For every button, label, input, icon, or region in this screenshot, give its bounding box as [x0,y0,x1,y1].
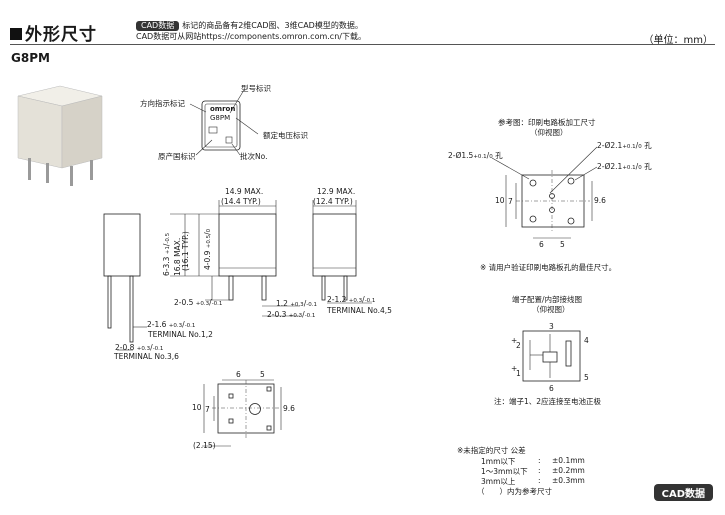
pcb-w5: 5 [560,240,565,249]
terminal-pin-2-plus: + [511,336,518,345]
front-d2: 2-1.6 +0.3/-0.1 [147,320,196,329]
tolerance-row-2-range: 1～3mm以下 [481,467,528,476]
front-width-typ: (14.4 TYP.) [221,197,261,206]
unit-label: （单位：mm） [643,35,713,46]
tolerance-row-3-range: 3mm以上 [481,477,516,486]
terminal-pin-2: 2 [516,341,521,350]
pcb-hole-3: 2-Ø2.1+0.1/0 孔 [597,162,652,171]
tolerance-ref-note: （ ）内为参考尺寸 [477,487,552,496]
pcb-title: 参考图：印刷电路板加工尺寸 [498,118,596,127]
marking-diagram [189,89,259,156]
label-lot: 批次No. [240,152,268,161]
front-d5: 2-0.3 +0.3/-0.1 [267,310,316,319]
model-code-mark: G8PM [210,114,231,122]
terminal-pin-6: 6 [549,384,554,393]
tolerance-row-2-value: ±0.2mm [552,466,585,475]
square-bullet-icon [10,28,22,40]
cad-data-button[interactable]: CAD数据 [653,484,713,501]
tolerance-title: ※未指定的尺寸 公差 [457,446,526,455]
terminal-subtitle: （仰视图） [532,305,570,314]
front-width-max: 14.9 MAX. [225,187,264,196]
pcb-h96: 9.6 [594,196,606,205]
cad-badge: CAD数据 [136,21,180,31]
terminal-pin-1-plus: + [511,364,518,373]
pcb-hole-1: 2-Ø1.5+0.1/0 孔 [448,151,503,160]
front-d3: 2-0.8 +0.3/-0.1 [115,343,164,352]
pcb-hole-2: 2-Ø2.1+0.1/0 孔 [597,141,652,150]
front-d3-label: TERMINAL No.3,6 [114,352,179,361]
bottom-view-drawing [202,379,282,447]
tolerance-row-1-colon: : [538,456,541,465]
cad-note-url: CAD数据可从网站https://components.omron.com.cn… [136,32,366,41]
side-d1: 2-1.2 +0.3/-0.1 [327,295,376,304]
tolerance-row-3-colon: : [538,476,541,485]
cad-note: CAD数据标记的商品备有2维CAD图、3维CAD模型的数据。 CAD数据可从网站… [136,21,366,41]
brand-mark: omron [210,105,236,113]
terminal-diagram [522,330,581,382]
terminal-pin-1: 1 [516,369,521,378]
pcb-w6: 6 [539,240,544,249]
side-width-max: 12.9 MAX. [317,187,356,196]
bottom-w6: 6 [236,370,241,379]
bottom-h7: 7 [205,405,210,414]
terminal-pin-3: 3 [549,322,554,331]
header-divider [10,44,715,45]
bottom-w5: 5 [260,370,265,379]
front-d4: 1.2 +0.3/-0.1 [276,299,317,308]
bottom-offset: (2.15) [193,441,216,450]
pcb-h10: 10 [495,196,505,205]
front-view-drawing [103,200,300,351]
tolerance-row-1-value: ±0.1mm [552,456,585,465]
side-view-drawing [312,200,372,304]
section-title: 外形尺寸 [10,20,97,45]
front-d2-label: TERMINAL No.1,2 [148,330,213,339]
tolerance-row-3-value: ±0.3mm [552,476,585,485]
front-d1: 2-0.5 +0.3/-0.1 [174,298,223,307]
pcb-note: ※ 请用户验证印刷电路板孔的最佳尺寸。 [480,263,617,272]
relay-photo [17,85,103,186]
model-name: G8PM [11,51,50,65]
pcb-drawing [491,146,598,239]
side-width-typ: (12.4 TYP.) [313,197,353,206]
terminal-pin-5: 5 [584,373,589,382]
bottom-h10: 10 [192,403,202,412]
front-pin-length: 4-0.9 +0.5/0 [203,228,212,270]
terminal-title: 端子配置/内部接线图 [512,295,583,304]
pcb-h7: 7 [508,197,513,206]
bottom-h96: 9.6 [283,404,295,413]
tolerance-row-2-colon: : [538,466,541,475]
pcb-subtitle: （仰视图） [530,128,568,137]
tolerance-row-1-range: 1mm以下 [481,457,516,466]
terminal-pin-4: 4 [584,336,589,345]
label-voltage: 额定电压标识 [263,131,308,140]
front-height-typ: (16.1 TYP.) [181,231,190,271]
terminal-note: 注：端子1、2应连接至电池正极 [494,397,602,406]
label-model: 型号标识 [241,84,271,93]
label-direction: 方向指示标记 [140,99,185,108]
side-d1-label: TERMINAL No.4,5 [327,306,392,315]
front-height-total: 6-3.3 +1/-0.5 [162,232,171,276]
label-origin: 原产国标识 [158,152,196,161]
